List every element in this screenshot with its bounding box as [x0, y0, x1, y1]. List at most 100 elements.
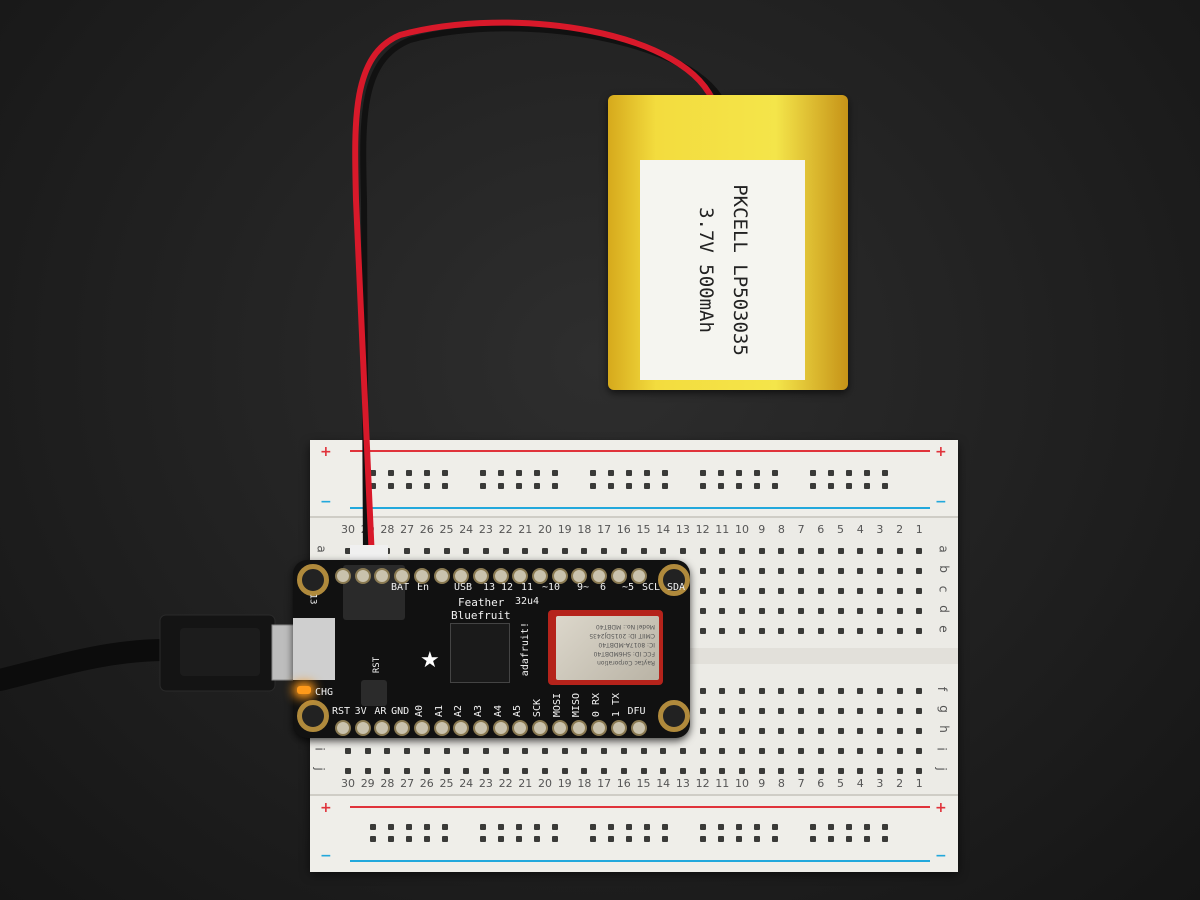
rail-hole[interactable] [424, 483, 430, 489]
breadboard-hole[interactable] [679, 748, 686, 754]
breadboard-hole[interactable] [837, 548, 844, 554]
breadboard-hole[interactable] [798, 548, 805, 554]
rail-hole[interactable] [498, 470, 504, 476]
breadboard-hole[interactable] [817, 628, 824, 634]
rail-hole[interactable] [772, 470, 778, 476]
rail-hole[interactable] [498, 836, 504, 842]
breadboard-hole[interactable] [463, 748, 470, 754]
breadboard-hole[interactable] [857, 608, 864, 614]
breadboard-hole[interactable] [542, 548, 548, 554]
rail-hole[interactable] [644, 824, 650, 830]
rail-hole[interactable] [370, 470, 376, 476]
breadboard-hole[interactable] [916, 548, 923, 554]
breadboard-hole[interactable] [798, 608, 805, 614]
rail-hole[interactable] [644, 483, 650, 489]
rail-hole[interactable] [700, 836, 706, 842]
breadboard-hole[interactable] [817, 588, 824, 594]
breadboard-hole[interactable] [857, 548, 864, 554]
rail-hole[interactable] [442, 483, 448, 489]
breadboard-hole[interactable] [640, 748, 647, 754]
breadboard-hole[interactable] [561, 748, 568, 754]
rail-hole[interactable] [552, 824, 558, 830]
breadboard-hole[interactable] [798, 628, 805, 634]
breadboard-hole[interactable] [916, 768, 923, 774]
breadboard-hole[interactable] [876, 568, 883, 574]
breadboard-hole[interactable] [423, 548, 430, 554]
breadboard-hole[interactable] [876, 768, 883, 774]
rail-hole[interactable] [882, 824, 888, 830]
breadboard-hole[interactable] [837, 768, 844, 774]
breadboard-hole[interactable] [719, 548, 726, 554]
breadboard-hole[interactable] [857, 728, 864, 734]
rail-hole[interactable] [370, 836, 376, 842]
rail-hole[interactable] [644, 836, 650, 842]
rail-hole[interactable] [516, 836, 522, 842]
breadboard-hole[interactable] [719, 568, 726, 574]
rail-hole[interactable] [552, 483, 558, 489]
breadboard-hole[interactable] [778, 568, 785, 574]
rail-hole[interactable] [590, 824, 596, 830]
rail-hole[interactable] [388, 824, 394, 830]
breadboard-hole[interactable] [739, 688, 745, 694]
breadboard-hole[interactable] [404, 768, 411, 774]
breadboard-hole[interactable] [404, 548, 411, 554]
rail-hole[interactable] [590, 483, 596, 489]
breadboard-hole[interactable] [443, 768, 450, 774]
rail-hole[interactable] [424, 470, 430, 476]
breadboard-hole[interactable] [758, 708, 765, 714]
rail-hole[interactable] [590, 836, 596, 842]
breadboard-hole[interactable] [778, 588, 785, 594]
rail-hole[interactable] [754, 483, 760, 489]
rail-hole[interactable] [810, 483, 816, 489]
breadboard-hole[interactable] [778, 708, 785, 714]
breadboard-hole[interactable] [739, 588, 745, 594]
rail-hole[interactable] [370, 483, 376, 489]
breadboard-hole[interactable] [482, 768, 489, 774]
breadboard-hole[interactable] [719, 628, 726, 634]
breadboard-hole[interactable] [561, 768, 568, 774]
rail-hole[interactable] [736, 470, 742, 476]
breadboard-hole[interactable] [817, 608, 824, 614]
rail-hole[interactable] [480, 836, 486, 842]
rail-hole[interactable] [608, 483, 614, 489]
rail-hole[interactable] [718, 483, 724, 489]
rail-hole[interactable] [442, 470, 448, 476]
rail-hole[interactable] [662, 824, 668, 830]
breadboard-hole[interactable] [699, 768, 706, 774]
breadboard-hole[interactable] [817, 548, 824, 554]
breadboard-hole[interactable] [817, 748, 824, 754]
breadboard-hole[interactable] [443, 748, 450, 754]
rail-hole[interactable] [406, 824, 412, 830]
breadboard-hole[interactable] [601, 748, 608, 754]
rail-hole[interactable] [662, 470, 668, 476]
breadboard-hole[interactable] [876, 588, 883, 594]
breadboard-hole[interactable] [778, 688, 785, 694]
breadboard-hole[interactable] [837, 688, 844, 694]
rail-hole[interactable] [882, 470, 888, 476]
rail-hole[interactable] [442, 824, 448, 830]
breadboard-hole[interactable] [502, 748, 509, 754]
breadboard-hole[interactable] [522, 748, 529, 754]
breadboard-hole[interactable] [896, 748, 903, 754]
breadboard-hole[interactable] [778, 548, 785, 554]
breadboard-hole[interactable] [896, 708, 903, 714]
breadboard-hole[interactable] [798, 728, 805, 734]
rail-hole[interactable] [480, 824, 486, 830]
breadboard-hole[interactable] [837, 608, 844, 614]
rail-hole[interactable] [772, 824, 778, 830]
breadboard-hole[interactable] [522, 768, 529, 774]
rail-hole[interactable] [626, 824, 632, 830]
breadboard-hole[interactable] [837, 748, 844, 754]
breadboard-hole[interactable] [581, 748, 588, 754]
breadboard-hole[interactable] [739, 708, 745, 714]
rail-hole[interactable] [718, 470, 724, 476]
breadboard-hole[interactable] [778, 728, 785, 734]
rail-hole[interactable] [534, 824, 540, 830]
breadboard-hole[interactable] [876, 708, 883, 714]
breadboard-hole[interactable] [758, 548, 765, 554]
rail-hole[interactable] [388, 470, 394, 476]
breadboard-hole[interactable] [699, 708, 706, 714]
rail-hole[interactable] [736, 483, 742, 489]
breadboard-hole[interactable] [817, 568, 824, 574]
breadboard-hole[interactable] [699, 748, 706, 754]
